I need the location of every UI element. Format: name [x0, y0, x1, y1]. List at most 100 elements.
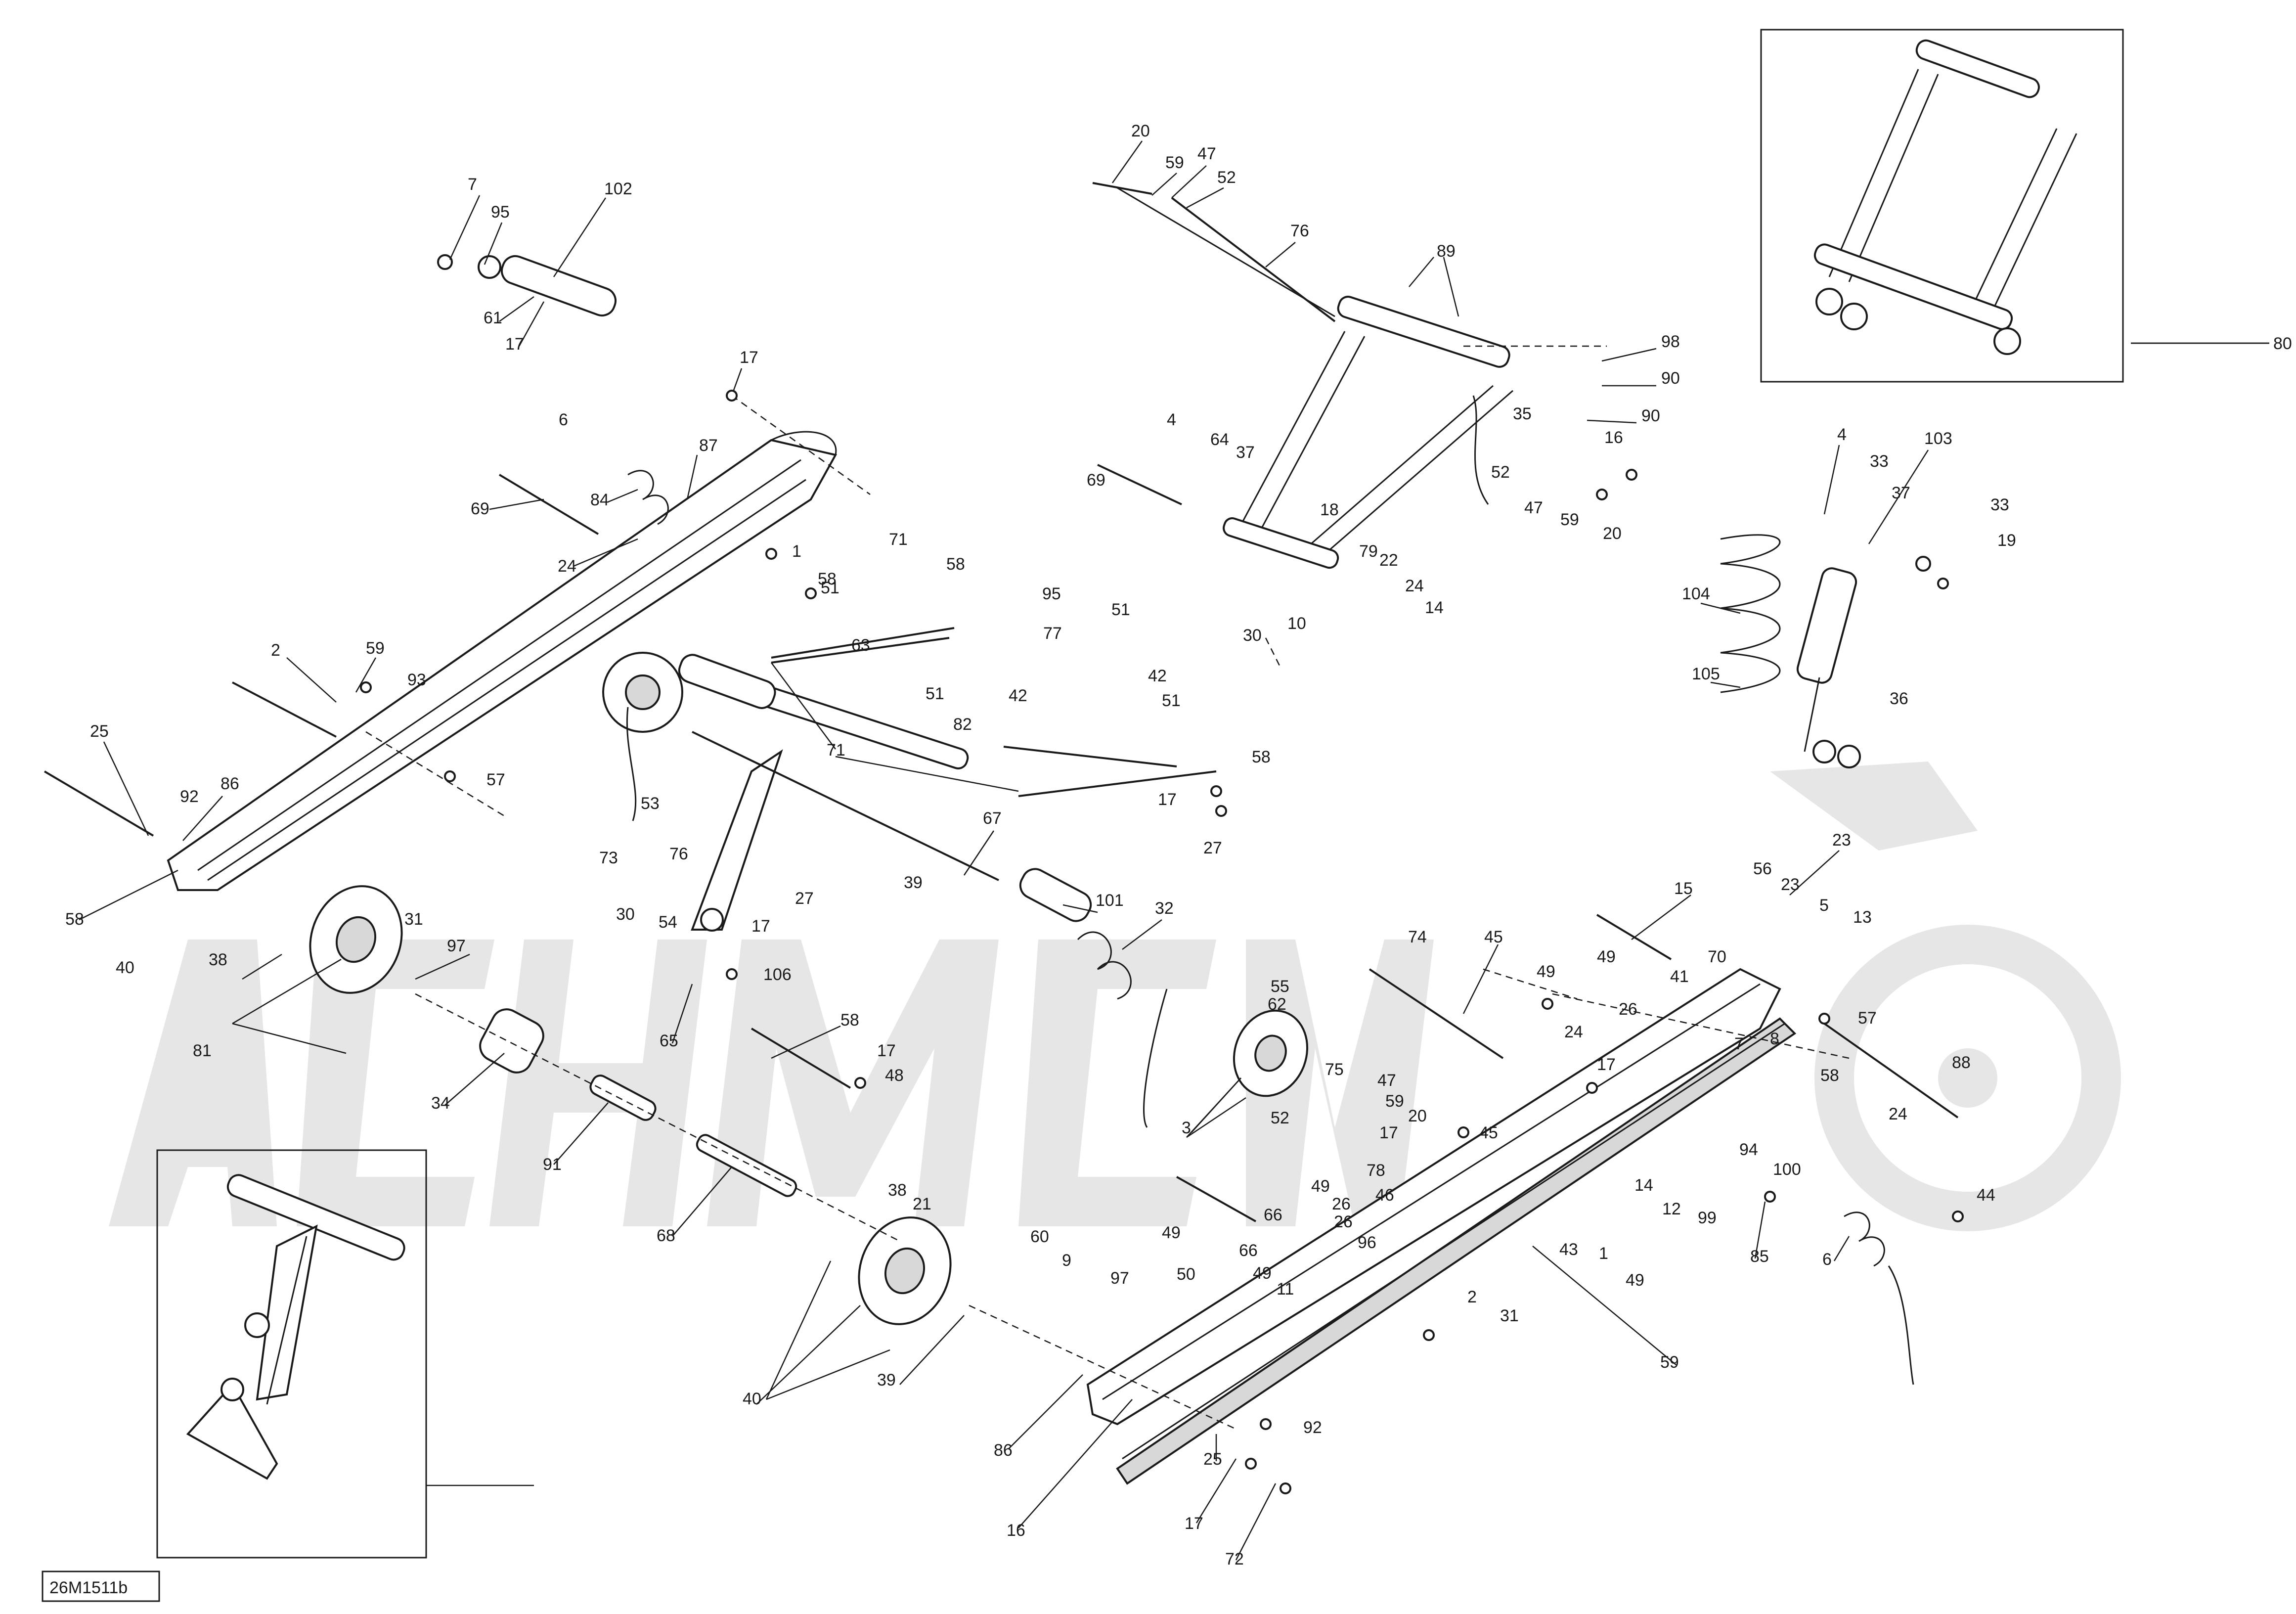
callout: 14 — [1425, 598, 1444, 617]
callout: 95 — [1042, 584, 1061, 603]
callout: 1 — [792, 542, 801, 561]
callout: 9 — [1062, 1251, 1071, 1270]
callout-labels: 7 95 102 61 17 20 59 47 52 76 89 98 90 9… — [65, 122, 2292, 1569]
callout: 51 — [821, 579, 839, 597]
callout: 39 — [877, 1371, 896, 1390]
shafts-and-bolts — [44, 182, 1959, 1222]
callout: 54 — [659, 913, 677, 932]
inset-72-front-arm — [186, 1174, 405, 1480]
callout: 89 — [1437, 242, 1456, 261]
callout: 4 — [1837, 425, 1847, 444]
callout: 73 — [599, 849, 618, 867]
callout: 17 — [505, 335, 524, 354]
callout: 27 — [795, 889, 814, 908]
callout: 90 — [1661, 369, 1680, 388]
callout: 69 — [471, 499, 489, 518]
idler-wheel-upper — [309, 885, 403, 994]
callout: 44 — [1977, 1186, 1995, 1205]
inset-80-rear-arm — [1813, 39, 2077, 355]
leader-lines — [79, 140, 2269, 1561]
callout: 106 — [763, 965, 792, 984]
callout: 74 — [1408, 928, 1427, 946]
rear-swing-arm-assembly — [1117, 187, 1513, 569]
callout: 14 — [1634, 1176, 1653, 1195]
callout: 42 — [1148, 667, 1167, 685]
callout: 103 — [1924, 429, 1952, 448]
callout: 49 — [1311, 1177, 1330, 1196]
callout: 40 — [116, 958, 134, 977]
callout: 18 — [1320, 500, 1339, 519]
callout: 15 — [1674, 879, 1693, 898]
callout: 51 — [1162, 691, 1181, 710]
callout: 45 — [1484, 928, 1503, 946]
callout: 11 — [1277, 1280, 1294, 1299]
callout: 104 — [1682, 584, 1710, 603]
callout: 78 — [1367, 1161, 1385, 1180]
callout: 17 — [877, 1041, 896, 1060]
callout: 76 — [669, 845, 688, 863]
callout: 24 — [1564, 1023, 1583, 1041]
callout: 36 — [1890, 689, 1908, 708]
callout: 23 — [1781, 875, 1800, 894]
idler-wheel-middle — [1233, 1009, 1309, 1097]
callout: 60 — [1030, 1227, 1049, 1246]
callout: 84 — [590, 491, 609, 509]
callout: 64 — [1210, 430, 1229, 449]
group-brackets — [232, 958, 1246, 1400]
callout: 92 — [1303, 1418, 1322, 1437]
callout: 55 — [1271, 977, 1289, 996]
callout: 58 — [1820, 1066, 1839, 1085]
callout: 79 — [1359, 542, 1378, 561]
callout: 37 — [1236, 443, 1255, 462]
callout: 22 — [1379, 551, 1398, 570]
callout: 67 — [983, 809, 1002, 828]
callout: 38 — [209, 950, 227, 969]
callout: 32 — [1155, 899, 1174, 918]
callout: 94 — [1739, 1140, 1758, 1159]
left-rail-upper — [167, 431, 838, 891]
callout: 58 — [818, 570, 837, 588]
callout: 40 — [743, 1390, 761, 1408]
callout: 58 — [840, 1011, 859, 1030]
callout: 81 — [193, 1041, 212, 1060]
callout: 31 — [1500, 1306, 1519, 1325]
callout: 86 — [994, 1441, 1013, 1460]
callout: 101 — [1096, 891, 1124, 910]
callout: 77 — [1043, 624, 1062, 643]
callout: 13 — [1853, 908, 1872, 927]
callout: 47 — [1197, 144, 1216, 163]
inset-box-80 — [1760, 29, 2269, 383]
callout: 26 — [1619, 1000, 1637, 1019]
callout: 24 — [1405, 577, 1424, 595]
callout: 47 — [1377, 1071, 1396, 1090]
callout: 26 — [1334, 1212, 1353, 1231]
callout: 92 — [180, 787, 199, 806]
callout: 59 — [366, 639, 385, 658]
callout: 69 — [1087, 471, 1105, 490]
callout: 19 — [1997, 531, 2016, 550]
idler-wheel-lower — [858, 1216, 952, 1325]
callout: 24 — [558, 557, 576, 576]
callout: 105 — [1692, 665, 1720, 683]
callout: 10 — [1287, 614, 1306, 633]
assembly-axis-lines — [365, 345, 1850, 1430]
callout: 58 — [1252, 748, 1271, 766]
callout: 30 — [616, 905, 635, 924]
callout: 7 — [1734, 1034, 1744, 1053]
callout: 88 — [1952, 1053, 1971, 1072]
diagram-code-text: 26M1511b — [49, 1578, 128, 1597]
callout: 38 — [888, 1181, 907, 1200]
callout: 27 — [1203, 839, 1222, 857]
callout: 8 — [1770, 1030, 1779, 1048]
torsion-spring-84 — [627, 470, 669, 525]
callout: 52 — [1271, 1109, 1289, 1127]
callout: 49 — [1626, 1271, 1644, 1290]
callout: 93 — [407, 671, 426, 689]
callout: 42 — [1009, 686, 1027, 705]
callout: 59 — [1385, 1092, 1404, 1111]
callout: 20 — [1603, 524, 1622, 543]
callout: 52 — [1491, 463, 1510, 482]
callout: 35 — [1513, 404, 1532, 423]
callout: 53 — [641, 794, 660, 813]
